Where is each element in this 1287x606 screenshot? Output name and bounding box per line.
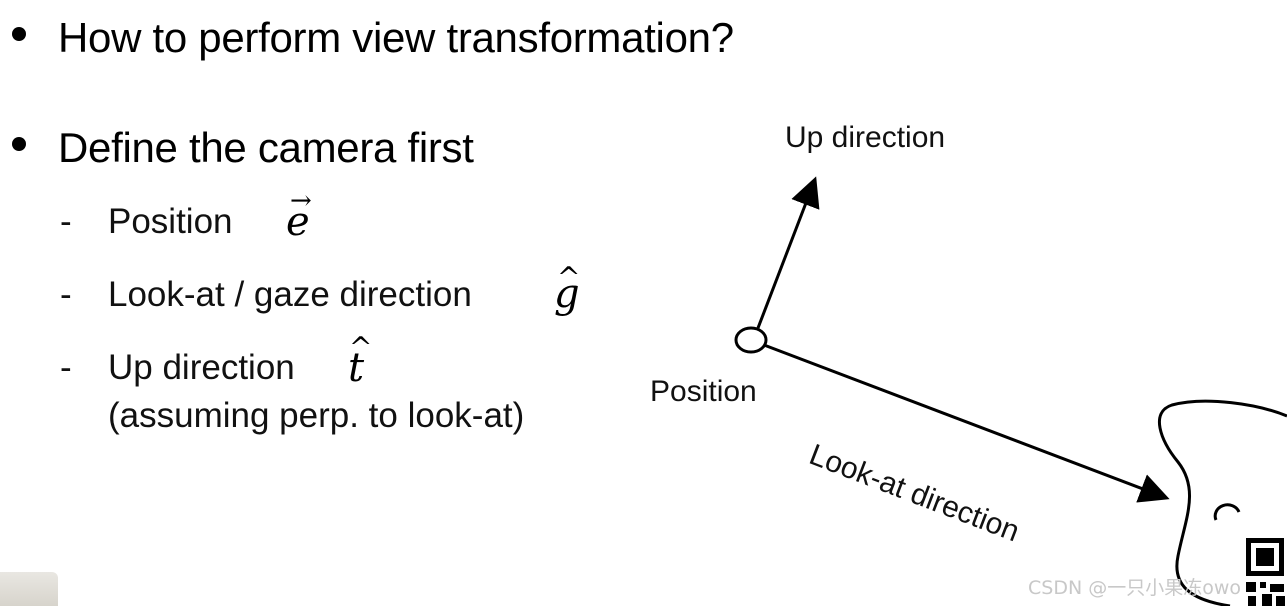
math-accent-arrow: → (290, 186, 312, 216)
video-thumbnail-corner (0, 572, 58, 606)
math-symbol: e (286, 199, 310, 245)
math-symbol: t (348, 345, 365, 391)
sub-item-dash: - (60, 275, 72, 314)
up-direction-arrow (756, 176, 820, 329)
sub-item-label: Look-at / gaze direction (108, 275, 472, 314)
qr-code-icon (1246, 538, 1285, 606)
sub-item-dash: - (60, 348, 72, 387)
bullet-dot (12, 137, 26, 151)
math-unit-g: g ^ (554, 264, 580, 317)
math-unit-t: t ^ (348, 334, 372, 391)
sub-item-dash: - (60, 202, 72, 241)
bullet-text: How to perform view transformation? (58, 14, 734, 61)
sub-item-label: Up direction (108, 348, 295, 387)
bullet-text: Define the camera first (58, 124, 474, 171)
target-object-small-ring (1213, 503, 1241, 521)
csdn-watermark: CSDN @一只小果冻owo (1028, 577, 1241, 599)
target-object-shape (1157, 399, 1287, 606)
position-label: Position (650, 375, 757, 408)
math-symbol: g (554, 271, 580, 317)
bullet-dot (12, 27, 26, 41)
sub-item-label: Position (108, 202, 233, 241)
sub-item-note-text: (assuming perp. to look-at) (108, 396, 525, 435)
look-at-direction-arrow (763, 343, 1170, 503)
math-accent-hat: ^ (557, 261, 581, 294)
math-accent-hat: ^ (349, 331, 373, 364)
camera-position-circle (734, 326, 768, 354)
math-vector-e: e → (286, 188, 312, 245)
up-direction-label: Up direction (785, 121, 946, 154)
